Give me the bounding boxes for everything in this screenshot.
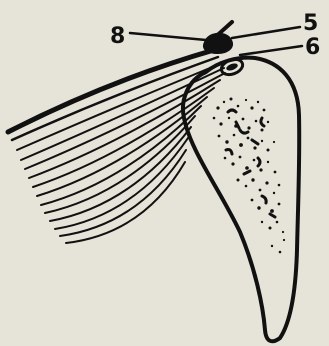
inner-oval-structure bbox=[219, 57, 244, 78]
fiber-line bbox=[45, 116, 195, 213]
leader-line-8 bbox=[130, 33, 206, 40]
stipple-texture bbox=[213, 98, 285, 254]
leader-line-5 bbox=[232, 27, 300, 38]
organ-body bbox=[183, 58, 299, 342]
fiber-line bbox=[29, 80, 220, 178]
junction-knob bbox=[203, 33, 233, 54]
label-6: 6 bbox=[305, 35, 320, 60]
leader-line-6 bbox=[240, 46, 302, 55]
label-5: 5 bbox=[303, 11, 318, 36]
fiber-line bbox=[33, 88, 214, 187]
label-8: 8 bbox=[110, 24, 125, 49]
